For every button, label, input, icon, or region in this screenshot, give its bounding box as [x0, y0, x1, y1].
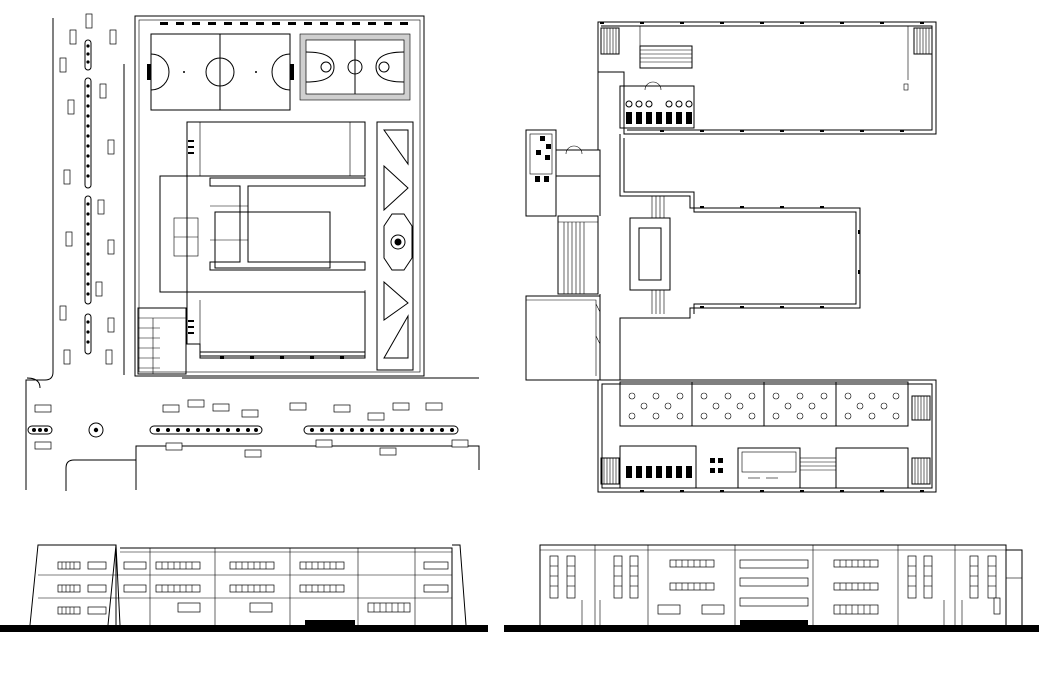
left-annex [525, 129, 601, 381]
football-court [147, 33, 294, 111]
windows-side [549, 555, 1001, 615]
central-wing [619, 134, 861, 380]
entrance-stairs [137, 307, 187, 375]
landscape-strip [376, 121, 414, 371]
windows-front [57, 561, 449, 615]
front-elevation [0, 544, 488, 632]
building-footprint [159, 121, 366, 359]
lower-wing [597, 379, 937, 493]
traffic-circle [88, 422, 104, 438]
desk-clusters [628, 392, 900, 420]
ground-line-right [504, 625, 1039, 632]
floor-plan [525, 21, 937, 493]
boundary-ticks [160, 22, 408, 25]
fountain-icon [390, 234, 406, 250]
site-boundary [134, 15, 425, 377]
basketball-court [299, 33, 411, 101]
road-outline [25, 18, 480, 491]
tree-planters-left [84, 39, 92, 355]
parked-cars-left [59, 13, 117, 365]
parked-cars-bottom [34, 399, 469, 458]
ground-line-left [0, 625, 488, 632]
median-planters [27, 425, 459, 435]
site-plan [25, 13, 480, 491]
restroom-upper [619, 81, 695, 129]
side-elevation [504, 544, 1039, 632]
